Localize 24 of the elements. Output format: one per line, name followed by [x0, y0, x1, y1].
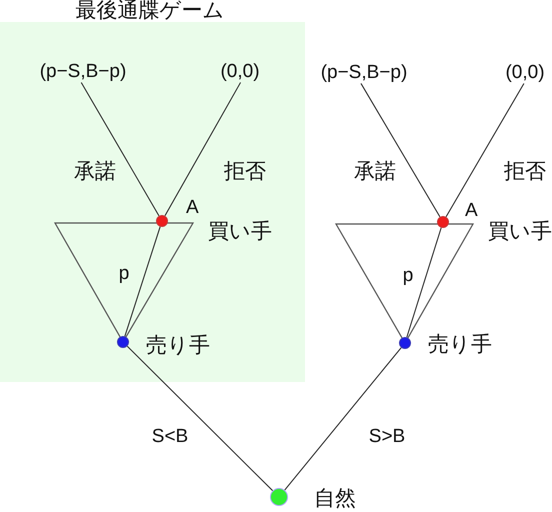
payoff-label: (p−S,B−p): [320, 62, 408, 84]
node-label: A: [186, 198, 199, 218]
player-label: 買い手: [208, 220, 272, 244]
title: 最後通牒ゲーム: [76, 0, 224, 23]
payoff-label: (0,0): [220, 62, 260, 82]
player-label: 売り手: [428, 333, 492, 357]
payoff-label: (p−S,B−p): [40, 62, 126, 82]
branch-line: [446, 82, 524, 218]
branch-line: [126, 346, 274, 492]
branch-line: [360, 82, 440, 218]
node-label: A: [465, 200, 478, 222]
player-label: 売り手: [146, 334, 210, 358]
edge-label: 承諾: [353, 160, 397, 184]
branch-line: [284, 347, 402, 491]
edge-label: 承諾: [73, 160, 117, 184]
payoff-label: (0,0): [505, 62, 545, 84]
branch-line: [124, 226, 161, 337]
edge-label: 拒否: [503, 160, 547, 184]
player-label: 買い手: [488, 220, 552, 244]
edge-label: 拒否: [223, 160, 267, 184]
player-label: 自然: [314, 487, 356, 511]
branch-line: [164, 82, 242, 216]
branch-line: [406, 227, 442, 338]
branch-line: [80, 82, 160, 216]
